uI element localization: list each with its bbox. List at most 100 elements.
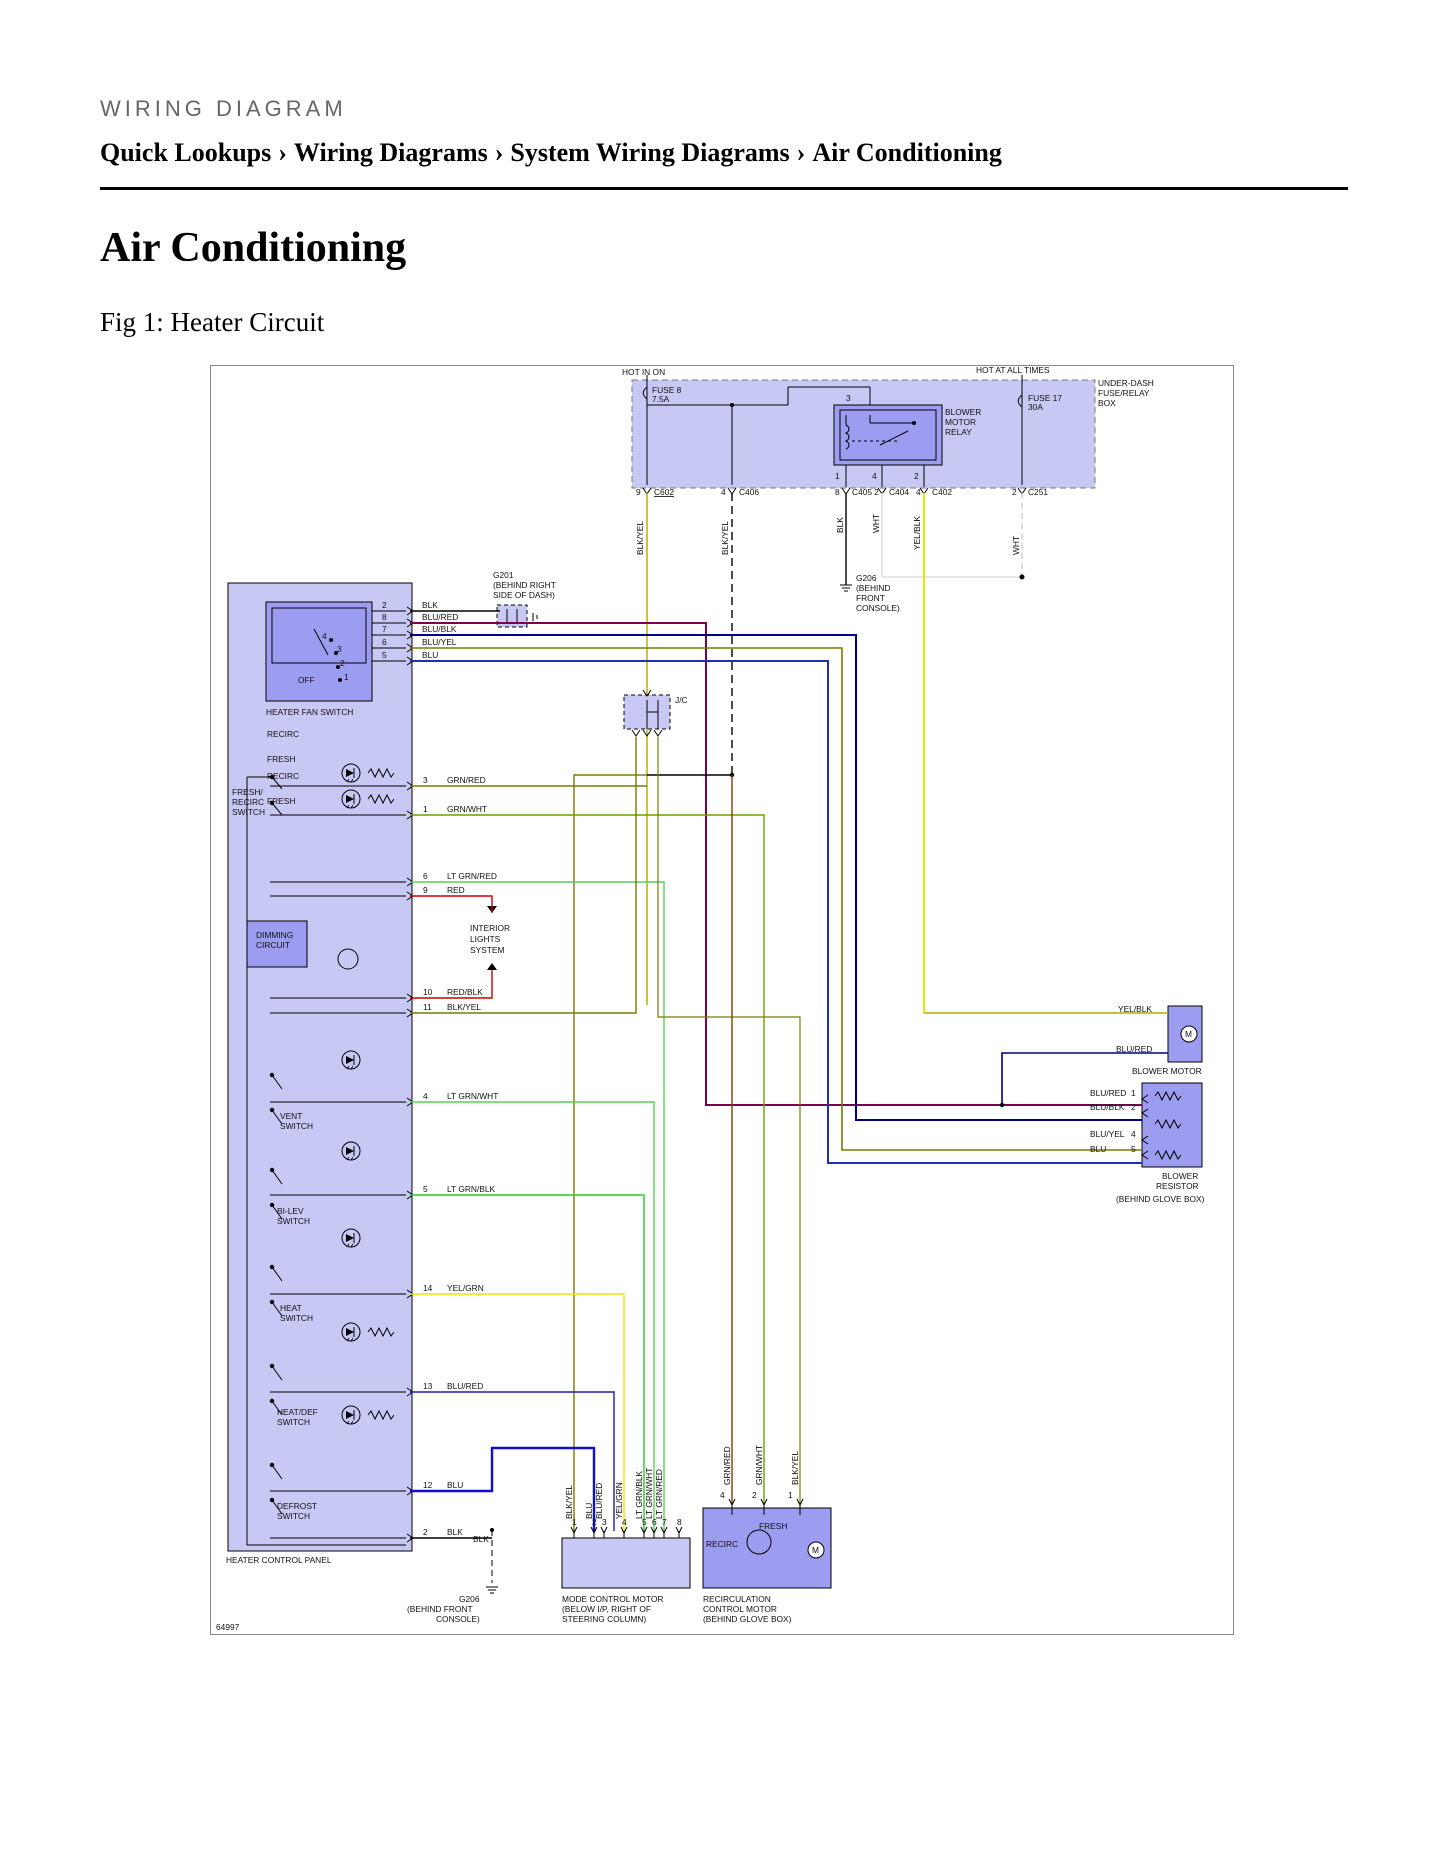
wire bbox=[573, 774, 647, 1531]
wire-label: BLU/YEL bbox=[422, 637, 457, 647]
splice-dot bbox=[269, 1363, 275, 1369]
breadcrumb-item-system-wiring-diagrams[interactable]: System Wiring Diagrams bbox=[510, 138, 790, 167]
switch-label: FRESH bbox=[267, 754, 295, 764]
pin-number: 2 bbox=[1131, 1102, 1136, 1112]
wire bbox=[410, 647, 1142, 1151]
wire-label: BLU bbox=[447, 1480, 463, 1490]
wire-label: LT GRN/RED bbox=[447, 871, 497, 881]
pin-number: 4 bbox=[1131, 1129, 1136, 1139]
hot-at-all-times-label: HOT AT ALL TIMES bbox=[976, 365, 1050, 375]
splice-dot bbox=[269, 1202, 275, 1208]
blower-motor-relay bbox=[833, 404, 943, 466]
wire-label: LT GRN/RED bbox=[654, 1469, 664, 1519]
svg-text:G201: G201 bbox=[493, 570, 514, 580]
wire bbox=[410, 895, 493, 913]
relay-label: RELAY bbox=[945, 427, 972, 437]
pin-number: 7 bbox=[662, 1517, 667, 1527]
switch-label: RECIRC bbox=[267, 729, 299, 739]
splice-dot bbox=[269, 800, 275, 806]
connector-pin: 8 bbox=[835, 487, 840, 497]
ground-g206-bottom: BLK G206 (BEHIND FRONT CONSOLE) bbox=[407, 1528, 499, 1624]
pin-number: 6 bbox=[652, 1517, 657, 1527]
vent-switch-label: VENT bbox=[280, 1111, 302, 1121]
wire-label: BLU bbox=[1090, 1144, 1106, 1154]
svg-text:(BEHIND: (BEHIND bbox=[856, 583, 890, 593]
wire-label: BLU/RED bbox=[1116, 1044, 1152, 1054]
dimming-circuit bbox=[246, 920, 308, 968]
breadcrumb-separator: › bbox=[796, 138, 806, 167]
fuse-box-name: BOX bbox=[1098, 398, 1116, 408]
svg-text:3: 3 bbox=[337, 644, 342, 654]
wire-label: BLK bbox=[422, 600, 438, 610]
breadcrumb-item-quick-lookups[interactable]: Quick Lookups bbox=[100, 138, 272, 167]
wire-label: GRN/RED bbox=[722, 1446, 732, 1485]
switch-lever bbox=[271, 1169, 283, 1185]
pin-number: 1 bbox=[423, 804, 428, 814]
wire-label: LT GRN/WHT bbox=[644, 1468, 654, 1519]
wire bbox=[410, 1293, 625, 1531]
svg-text:G206: G206 bbox=[856, 573, 877, 583]
wire bbox=[410, 660, 1142, 1164]
blower-resistor: BLOWER RESISTOR (BEHIND GLOVE BOX) bbox=[1116, 1082, 1205, 1204]
splice-dot bbox=[269, 1462, 275, 1468]
wire-label: YEL/BLK bbox=[1118, 1004, 1152, 1014]
connector-name: C406 bbox=[739, 487, 759, 497]
junction-jc: J/C bbox=[623, 689, 688, 737]
splice-dot bbox=[999, 1102, 1005, 1108]
switch-label: RECIRC bbox=[267, 771, 299, 781]
svg-text:MODE CONTROL MOTOR: MODE CONTROL MOTOR bbox=[562, 1594, 663, 1604]
breadcrumb-item-wiring-diagrams[interactable]: Wiring Diagrams bbox=[293, 138, 488, 167]
breadcrumb-item-air-conditioning[interactable]: Air Conditioning bbox=[812, 138, 1002, 167]
pin-number: 1 bbox=[572, 1517, 577, 1527]
relay-pin-label: 3 bbox=[846, 393, 851, 403]
wiring-diagram-svg: HOT IN ON HOT AT ALL TIMES UNDER-DASH FU… bbox=[210, 365, 1234, 1635]
wire-label: LT GRN/WHT bbox=[447, 1091, 498, 1101]
heater-fan-switch-label: HEATER FAN SWITCH bbox=[266, 707, 353, 717]
control-panel-label: HEATER CONTROL PANEL bbox=[226, 1555, 332, 1565]
switch-lever bbox=[271, 1464, 283, 1480]
breadcrumb-separator: › bbox=[278, 138, 287, 167]
svg-text:CONTROL MOTOR: CONTROL MOTOR bbox=[703, 1604, 777, 1614]
recirculation-control-motor: FRESH RECIRC M RECIRCULATION CONTROL MOT… bbox=[702, 1507, 832, 1624]
svg-text:RESISTOR: RESISTOR bbox=[1156, 1181, 1199, 1191]
bilev-switch-label: BI-LEV bbox=[277, 1206, 304, 1216]
heater-control-panel: HEATER CONTROL PANEL HEATER FAN SWITCH 4… bbox=[226, 582, 413, 1565]
fuse-17-rating: 30A bbox=[1028, 402, 1043, 412]
control-panel-switches: DIMMING CIRCUIT RECIRC FRESH RECIRC FRES… bbox=[232, 729, 318, 1521]
page-eyebrow: WIRING DIAGRAM bbox=[100, 96, 347, 121]
wire-label: BLU/RED bbox=[422, 612, 458, 622]
pin-number: 2 bbox=[382, 600, 387, 610]
relay-pin-label: 2 bbox=[914, 471, 919, 481]
svg-text:2: 2 bbox=[340, 658, 345, 668]
pin-number: 8 bbox=[382, 612, 387, 622]
wire-label: GRN/WHT bbox=[447, 804, 487, 814]
splice-dot bbox=[269, 774, 275, 780]
wire-label: WHT bbox=[871, 514, 881, 533]
svg-text:FRESH: FRESH bbox=[759, 1521, 787, 1531]
fuse-box-wires: BLK/YEL BLK/YEL BLK WHT YEL/BLK WHT bbox=[635, 493, 1025, 1013]
wire-label: BLK/YEL bbox=[564, 1485, 574, 1519]
heater-fan-switch bbox=[265, 601, 373, 702]
lamp-bulb-icon bbox=[337, 948, 359, 970]
fuse-box-connectors: 9 C602 4 C406 8 C405 2 C404 4 C402 2 C25… bbox=[636, 487, 1048, 497]
splice-dot bbox=[269, 1072, 275, 1078]
fuse-box-name: UNDER-DASH bbox=[1098, 378, 1154, 388]
mode-control-motor: MODE CONTROL MOTOR (BELOW I/P, RIGHT OF … bbox=[561, 1537, 691, 1624]
pin-number: 7 bbox=[382, 624, 387, 634]
blower-motor: M YEL/BLK BLU/RED BLOWER MOTOR bbox=[1116, 1004, 1203, 1076]
wire-label: BLK bbox=[447, 1527, 463, 1537]
svg-text:FRONT: FRONT bbox=[856, 593, 885, 603]
heatdef-switch-label: SWITCH bbox=[277, 1417, 310, 1427]
wire bbox=[410, 622, 1142, 1106]
svg-text:(BEHIND GLOVE BOX): (BEHIND GLOVE BOX) bbox=[703, 1614, 792, 1624]
connector-pin: 9 bbox=[636, 487, 641, 497]
wiring-diagram-figure: HOT IN ON HOT AT ALL TIMES UNDER-DASH FU… bbox=[210, 365, 1234, 1635]
splice-dot bbox=[269, 1264, 275, 1270]
pin-number: 4 bbox=[622, 1517, 627, 1527]
pin-number: 5 bbox=[1131, 1144, 1136, 1154]
pin-number: 2 bbox=[423, 1527, 428, 1537]
svg-text:(BEHIND RIGHT: (BEHIND RIGHT bbox=[493, 580, 556, 590]
switch-lever bbox=[271, 1109, 283, 1125]
pin-number: 4 bbox=[423, 1091, 428, 1101]
defrost-switch-label: SWITCH bbox=[277, 1511, 310, 1521]
